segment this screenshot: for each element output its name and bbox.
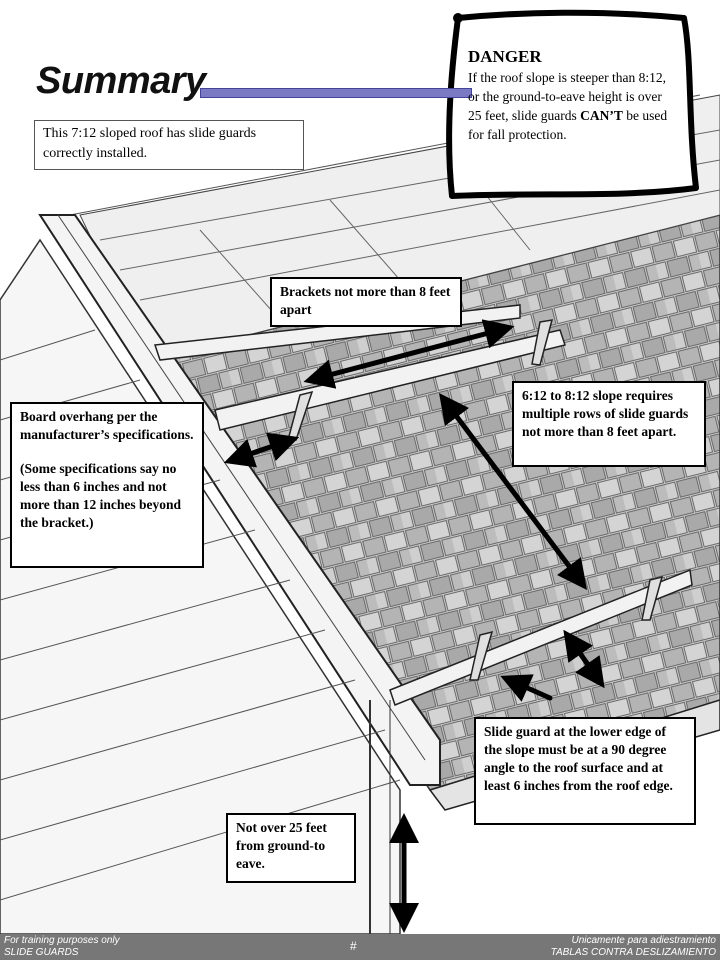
- danger-heading: DANGER: [468, 47, 542, 66]
- danger-border: [446, 9, 699, 199]
- intro-callout: This 7:12 sloped roof has slide guards c…: [34, 120, 304, 170]
- dimension-arrows: [223, 319, 605, 933]
- footer-left-line-2: SLIDE GUARDS: [4, 947, 79, 958]
- footer-right-line-2: TABLAS CONTRA DESLIZAMIENTO: [550, 947, 716, 958]
- brackets-callout: Brackets not more than 8 feet apart: [270, 277, 462, 327]
- overhang-arrow: [223, 432, 300, 468]
- page-number: #: [350, 939, 357, 953]
- page-title: Summary: [36, 60, 206, 102]
- danger-text-2: be used for fall protection.: [468, 108, 668, 142]
- bracket-spacing-arrow: [303, 319, 515, 389]
- slope-callout: 6:12 to 8:12 slope requires multiple row…: [512, 381, 706, 467]
- overhang-note: (Some specifications say no less than 6 …: [20, 461, 182, 530]
- danger-emphasis: CAN’T: [580, 108, 623, 123]
- overhang-text: Board overhang per the manufacturer’s sp…: [20, 409, 194, 442]
- footer-left: For training purposes only SLIDE GUARDS: [4, 935, 120, 959]
- title-underline-bar: [200, 88, 472, 98]
- lower-edge-pointer: [500, 674, 553, 702]
- danger-text-1: If the roof slope is steeper than 8:12, …: [468, 70, 666, 123]
- rake-board: [38, 214, 441, 786]
- slide-guard-brackets: [287, 319, 664, 681]
- footer-left-line-1: For training purposes only: [4, 935, 120, 946]
- lower-edge-callout: Slide guard at the lower edge of the slo…: [474, 717, 696, 825]
- footer-right: Unicamente para adiestramiento TABLAS CO…: [551, 935, 716, 959]
- edge-distance-arrow: [563, 629, 605, 689]
- height-callout: Not over 25 feet from ground-to eave.: [226, 813, 356, 883]
- overhang-callout: Board overhang per the manufacturer’s sp…: [10, 402, 204, 568]
- footer-bar: For training purposes only SLIDE GUARDS …: [0, 934, 720, 960]
- footer-right-line-1: Unicamente para adiestramiento: [571, 935, 716, 946]
- row-spacing-arrow: [438, 393, 588, 590]
- danger-callout: DANGER If the roof slope is steeper than…: [468, 46, 670, 180]
